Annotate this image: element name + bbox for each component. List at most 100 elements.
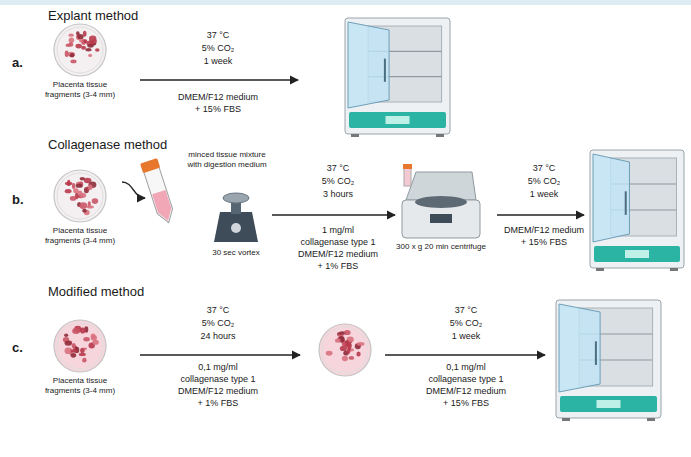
- node-caption: 300 x g 20 min centrifuge: [395, 242, 487, 252]
- tissue-fragment: [81, 46, 86, 50]
- control-panel: [349, 112, 446, 128]
- door-handle: [625, 191, 627, 215]
- node-caption: minced tissue mixture with digestion med…: [181, 150, 273, 170]
- tissue-fragment: [68, 42, 73, 46]
- tissue-fragment: [72, 328, 80, 334]
- medium-text: DMEM/F12 medium: [298, 249, 378, 260]
- tissue-fragment: [70, 53, 75, 57]
- rotor: [415, 196, 467, 208]
- tissue-fragment: [70, 196, 76, 201]
- tissue-fragment: [91, 334, 96, 340]
- node-caption: Placenta tissue fragments (3-4 mm): [38, 226, 122, 246]
- tissue-fragment: [83, 337, 89, 342]
- tissue-fragment: [83, 31, 87, 37]
- dish-rim: [54, 24, 106, 76]
- tissue-fragment: [65, 189, 72, 193]
- tissue-fragment: [89, 36, 96, 42]
- condition-text: 1 week: [530, 189, 559, 200]
- condition-text: 1 week: [204, 56, 233, 67]
- tissue-fragment: [88, 54, 92, 57]
- tissue-fragment: [88, 185, 93, 190]
- tissue-fragment: [342, 356, 348, 361]
- incubator: [345, 18, 450, 137]
- falcon-tube: [140, 158, 177, 225]
- tissue-fragment: [75, 44, 81, 49]
- tissue-fragment: [82, 209, 87, 213]
- tube-body: [144, 167, 177, 225]
- medium-text: 0,1 mg/ml: [198, 362, 238, 373]
- incubator: [590, 150, 684, 271]
- tissue-fragment: [69, 38, 75, 44]
- condition-text: 37 °C: [207, 305, 230, 316]
- dish-inner: [57, 323, 103, 369]
- incubator: [556, 300, 661, 421]
- condition-text: 37 °C: [327, 163, 350, 174]
- vortex-dial: [231, 223, 241, 233]
- tube-liquid: [152, 190, 175, 223]
- method-title: Modified method: [48, 284, 144, 299]
- tissue-dish: Placenta tissue fragments (3-4 mm): [38, 22, 122, 100]
- tissue-fragment: [86, 205, 93, 208]
- tissue-fragment: [346, 340, 350, 346]
- tissue-fragment: [335, 338, 341, 342]
- foot: [351, 134, 359, 137]
- tissue-fragment: [76, 183, 83, 187]
- condition-text: 37 °C: [533, 163, 556, 174]
- petri-dish: [54, 24, 106, 76]
- centrifuge: [402, 164, 480, 238]
- tissue-fragment: [87, 44, 94, 48]
- vortex-mixer: [214, 193, 258, 242]
- foot: [596, 268, 604, 271]
- incubator-door: [593, 154, 629, 242]
- centrifuge-step: 300 x g 20 min centrifuge: [395, 168, 487, 252]
- tissue-fragment: [79, 193, 86, 198]
- condition-text: 3 hours: [323, 189, 353, 200]
- panel-display: [625, 250, 649, 258]
- medium-text: DMEM/F12 medium: [178, 92, 258, 103]
- condition-text: 24 hours: [200, 331, 235, 342]
- medium-text: collagenase type 1: [180, 374, 255, 385]
- tissue-fragment: [76, 31, 79, 35]
- condition-text: 37 °C: [455, 305, 478, 316]
- incubator-door: [559, 304, 600, 392]
- petri-dish: [54, 170, 106, 222]
- tissue-fragment: [79, 202, 87, 209]
- tissue-fragment: [65, 341, 72, 346]
- front-display: [430, 214, 452, 223]
- tissue-fragment: [344, 330, 351, 335]
- mini-tube-cap: [403, 164, 412, 169]
- dish-inner: [57, 27, 103, 73]
- medium-text: DMEM/F12 medium: [178, 386, 258, 397]
- tissue-fragment: [71, 349, 77, 353]
- node-caption: Placenta tissue fragments (3-4 mm): [38, 376, 122, 396]
- medium-text: collagenase type 1: [300, 237, 375, 248]
- dish-rim: [54, 320, 106, 372]
- incubator-body: [345, 18, 450, 134]
- dish-inner: [57, 173, 103, 219]
- petri-dish: [54, 320, 106, 372]
- tissue-fragment: [79, 353, 86, 356]
- process-arrow: [122, 182, 145, 198]
- vortex-cup: [223, 193, 249, 203]
- vortex-base: [214, 212, 258, 242]
- medium-text: + 15% FBS: [195, 104, 241, 115]
- door-handle: [595, 341, 597, 365]
- tissue-fragment: [68, 33, 74, 36]
- tissue-fragment: [70, 60, 76, 64]
- incubator-body: [556, 300, 661, 418]
- medium-text: 0,1 mg/ml: [446, 362, 486, 373]
- control-panel: [594, 246, 680, 262]
- medium-text: + 15% FBS: [521, 237, 567, 248]
- vortex-step: 30 sec vortex: [200, 188, 272, 258]
- mini-tube: [404, 168, 411, 186]
- condition-text: 5% CO₂: [528, 176, 561, 187]
- tissue-fragment: [65, 182, 73, 186]
- digestion-tube: minced tissue mixture with digestion med…: [145, 150, 273, 230]
- panel-letter: c.: [12, 340, 23, 355]
- incubator-body: [590, 150, 684, 268]
- process-arrow: [497, 214, 584, 215]
- condition-text: 1 week: [452, 331, 481, 342]
- tissue-fragment: [64, 334, 68, 337]
- medium-text: collagenase type 1: [428, 374, 503, 385]
- tissue-fragment: [347, 349, 351, 354]
